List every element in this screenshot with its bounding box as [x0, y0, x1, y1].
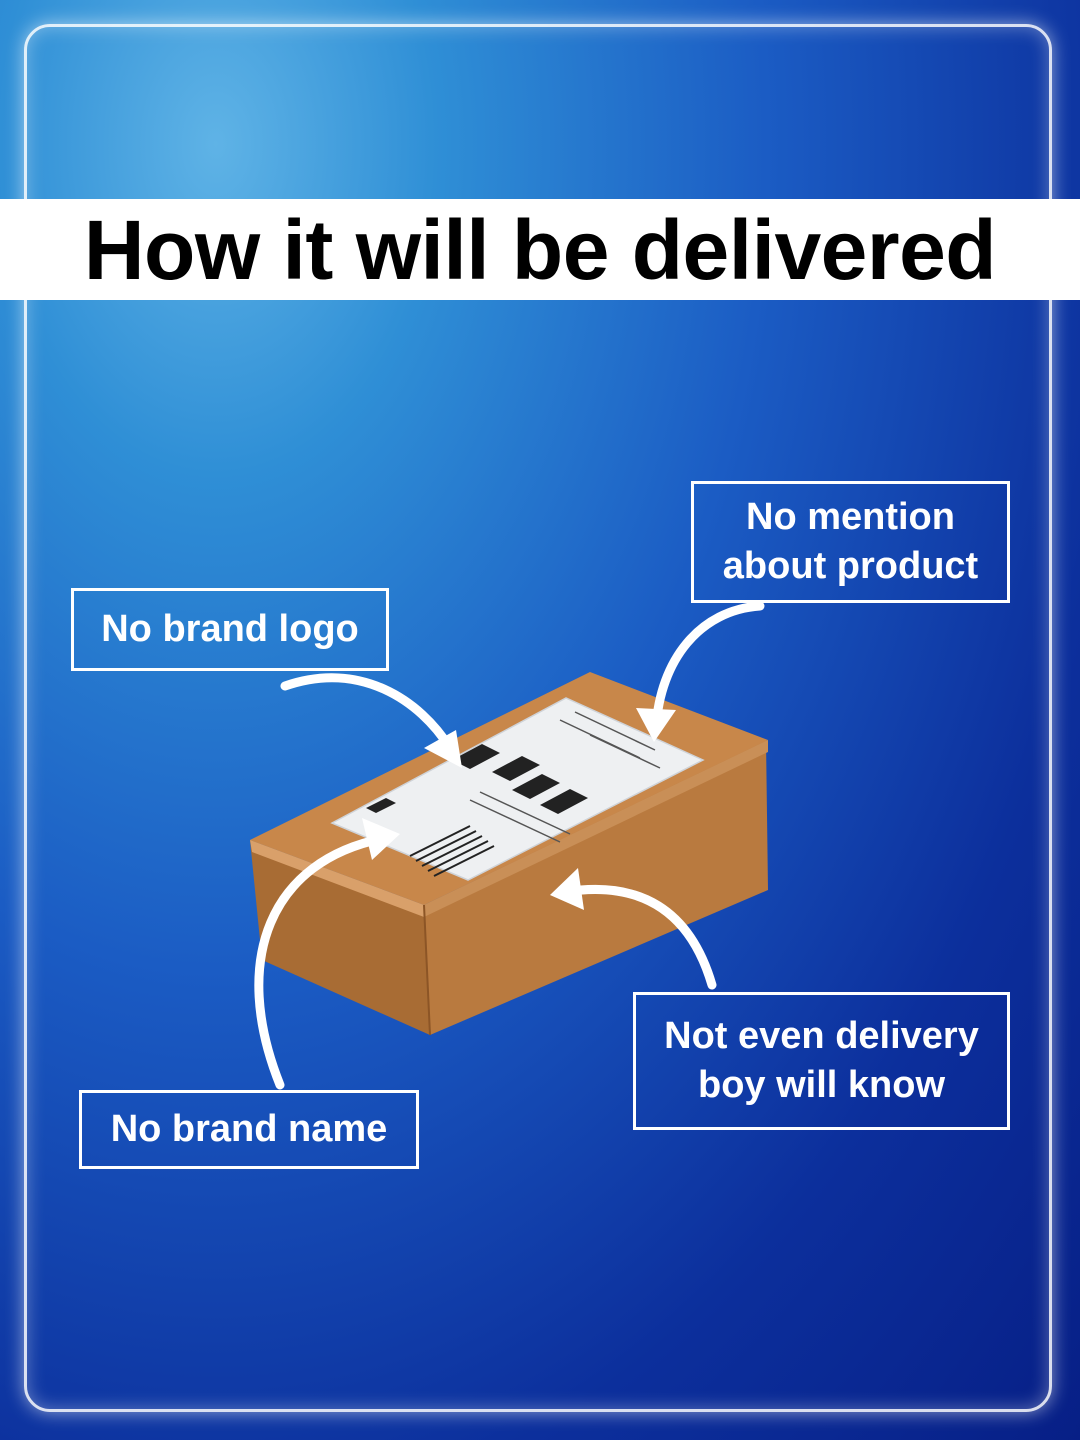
callout-no-brand-name-text: No brand name — [110, 1108, 388, 1151]
arrow-product-icon — [651, 601, 765, 733]
arrow-name-icon — [254, 833, 390, 1090]
arrow-logo-icon — [280, 673, 455, 753]
shipping-label — [330, 697, 705, 881]
page-title: How it will be delivered — [83, 202, 997, 297]
callout-no-brand-logo: No brand logo — [71, 588, 389, 671]
arrowhead-delivery-icon — [550, 868, 584, 910]
arrow-heads — [362, 708, 676, 910]
callout-no-product-mention-line1: No mention — [746, 496, 955, 539]
callout-no-product-mention: No mention about product — [691, 481, 1010, 603]
arrowhead-name-icon — [362, 818, 400, 860]
title-banner: How it will be delivered — [0, 199, 1080, 300]
callout-delivery-boy-line1: Not even delivery — [664, 1015, 979, 1058]
arrow-delivery-icon — [560, 884, 717, 990]
arrowhead-product-icon — [636, 708, 676, 742]
callout-delivery-boy: Not even delivery boy will know — [633, 992, 1010, 1130]
glow-frame — [24, 24, 1052, 1412]
callout-no-brand-name: No brand name — [79, 1090, 419, 1169]
callout-delivery-boy-line2: boy will know — [697, 1064, 946, 1106]
arrowhead-logo-icon — [424, 730, 462, 768]
arrow-lines — [254, 601, 765, 1090]
callout-no-product-mention-line2: about product — [722, 545, 979, 587]
callout-no-brand-logo-text: No brand logo — [101, 608, 359, 651]
